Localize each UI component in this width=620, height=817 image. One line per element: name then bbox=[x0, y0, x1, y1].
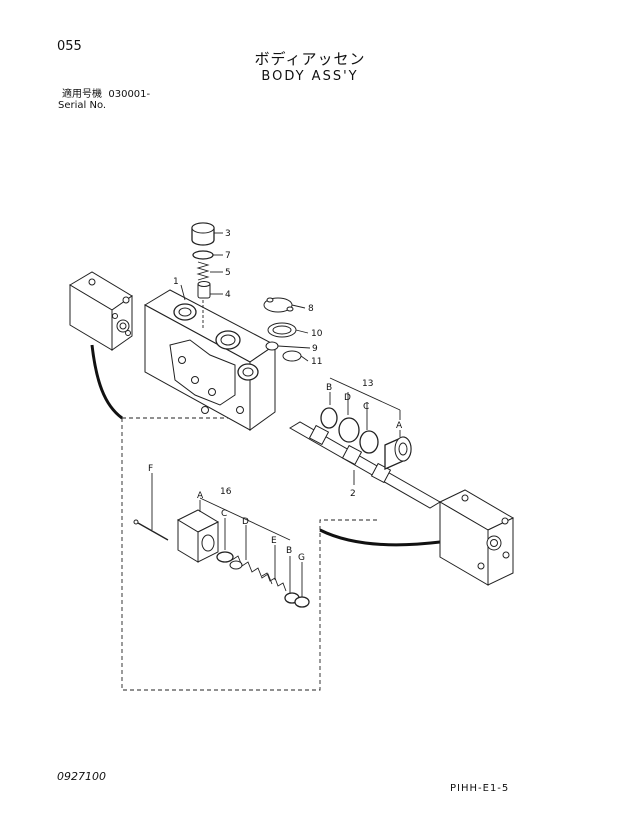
footer-code-right: PIHH-E1-5 bbox=[450, 783, 510, 794]
callout-7: 7 bbox=[225, 251, 231, 261]
title-japanese: ボディアッセン bbox=[254, 50, 366, 68]
kit-parts bbox=[133, 509, 310, 608]
callout-f-kit: F bbox=[148, 464, 153, 474]
callout-c-kit: C bbox=[221, 509, 227, 519]
leader-lines bbox=[151, 232, 401, 597]
serial-range: 030001- bbox=[108, 89, 151, 100]
page-number: 055 bbox=[57, 39, 82, 54]
title-english: BODY ASS'Y bbox=[261, 69, 359, 84]
callout-d-upper: D bbox=[344, 393, 351, 403]
serial-line: 適用号機 030001- bbox=[62, 90, 150, 100]
callout-13: 13 bbox=[362, 379, 373, 389]
plug-stack bbox=[191, 222, 215, 330]
port-seals bbox=[263, 297, 302, 362]
callout-9: 9 bbox=[312, 344, 318, 354]
callout-b-upper: B bbox=[326, 383, 332, 393]
spool-assembly bbox=[289, 407, 441, 509]
callout-4: 4 bbox=[225, 290, 231, 300]
callout-1: 1 bbox=[173, 277, 179, 287]
right-end-cover bbox=[438, 489, 515, 586]
valve-body bbox=[143, 289, 276, 431]
serial-label-jp: 適用号機 bbox=[62, 89, 102, 100]
callout-labels: 1 3 7 5 4 8 10 9 11 13 B D C A 2 F 16 A … bbox=[148, 229, 403, 563]
callout-10: 10 bbox=[311, 329, 323, 339]
left-end-cover bbox=[69, 271, 133, 351]
callout-b-kit: B bbox=[286, 546, 292, 556]
callout-11: 11 bbox=[311, 357, 322, 367]
callout-a-kit: A bbox=[197, 491, 204, 501]
callout-2: 2 bbox=[350, 489, 356, 499]
callout-3: 3 bbox=[225, 229, 231, 239]
callout-5: 5 bbox=[225, 268, 231, 278]
callout-e-kit: E bbox=[271, 536, 277, 546]
callout-g-kit: G bbox=[298, 553, 305, 563]
serial-label-en: Serial No. bbox=[58, 100, 107, 111]
callout-c-upper: C bbox=[363, 402, 369, 412]
callout-16: 16 bbox=[220, 487, 232, 497]
footer-code-left: 0927100 bbox=[57, 770, 106, 783]
callout-d-kit: D bbox=[242, 517, 249, 527]
callout-8: 8 bbox=[308, 304, 314, 314]
callout-a-upper: A bbox=[396, 421, 403, 431]
kit-dashed-box bbox=[121, 417, 380, 691]
